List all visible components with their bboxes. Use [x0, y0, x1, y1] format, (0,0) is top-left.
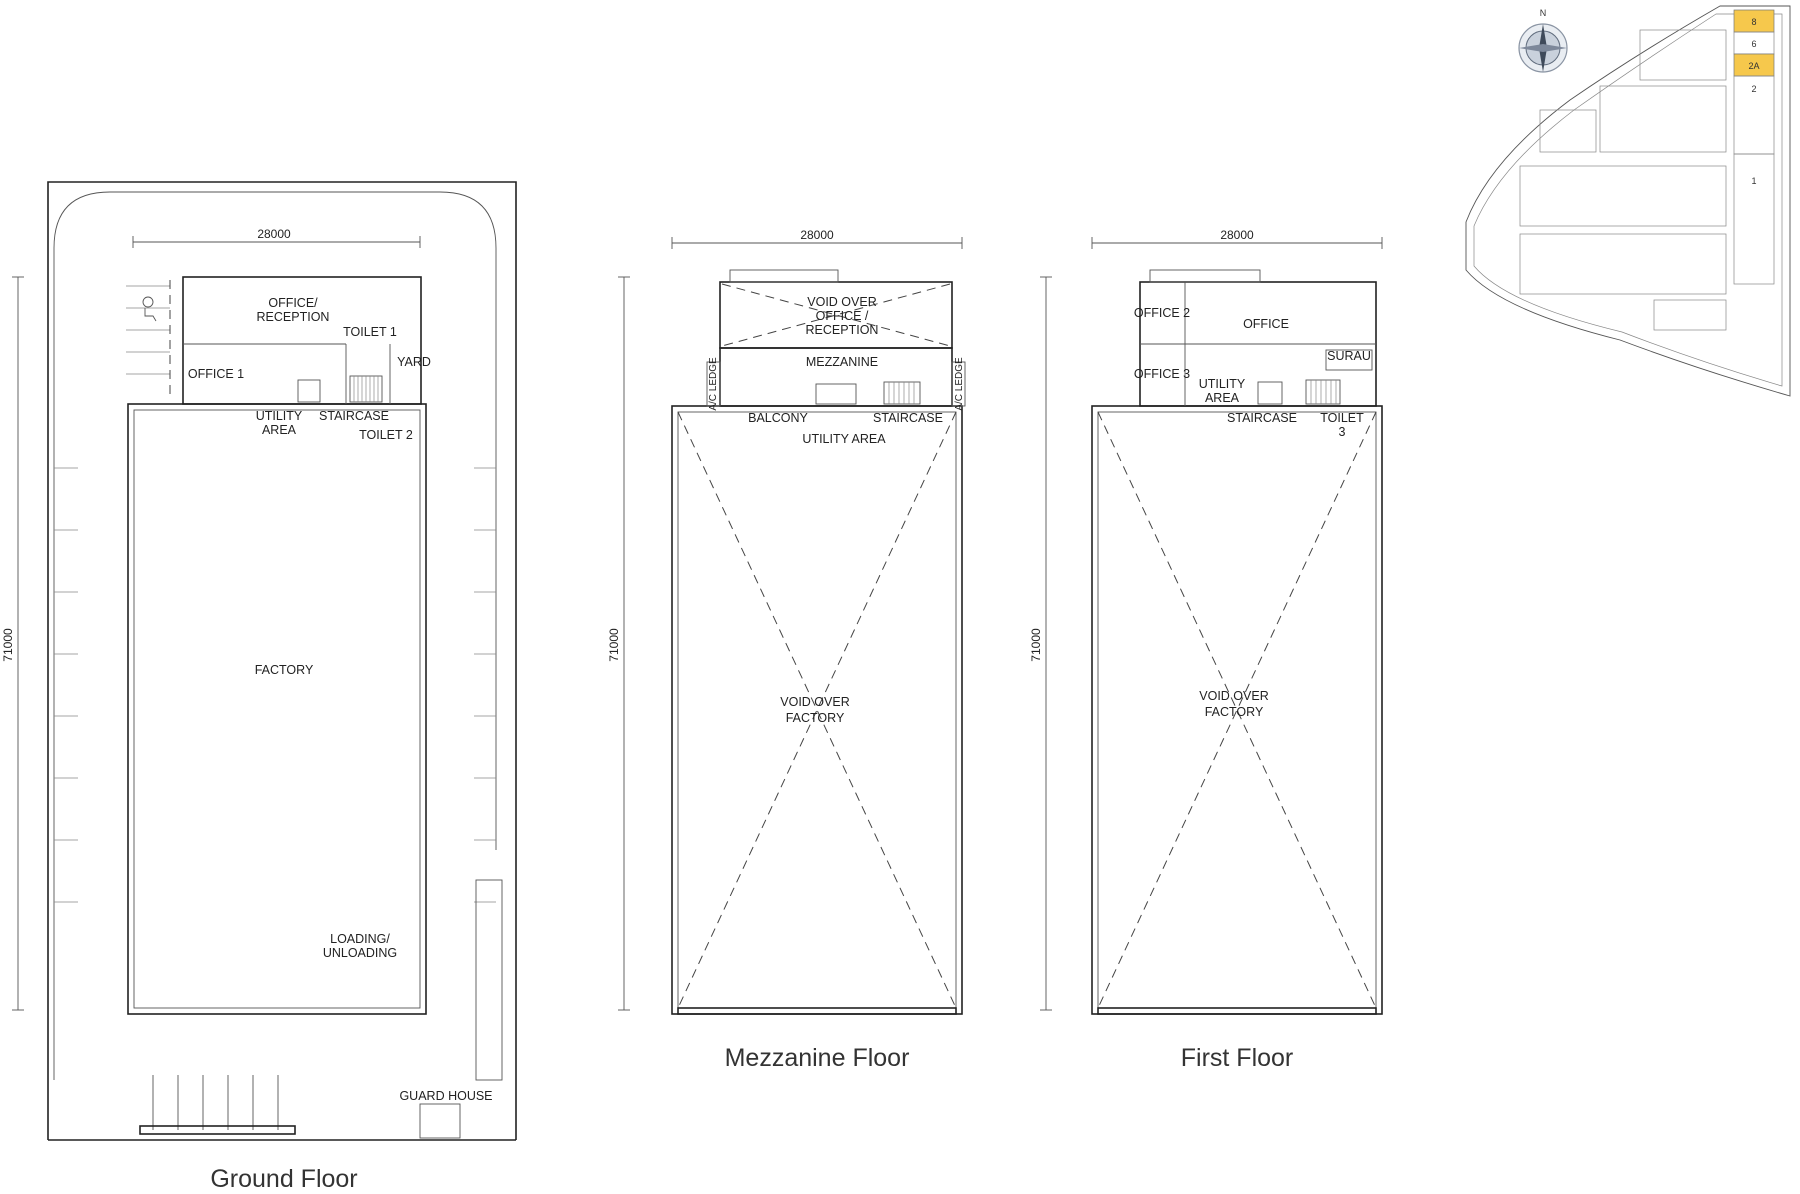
- label-mezz-staircase: STAIRCASE: [873, 411, 943, 425]
- first-floor-title: First Floor: [1181, 1044, 1294, 1072]
- lot-1: [1733, 153, 1775, 285]
- mezz-void-diag-1: [677, 411, 957, 1009]
- label-office-reception-2: RECEPTION: [257, 310, 330, 324]
- label-toilet-3-1: TOILET: [1320, 411, 1364, 425]
- first-void-diag-2: [1097, 411, 1377, 1009]
- mezz-ac-ledge-left: [706, 361, 721, 407]
- ground-floor-plan: 28000 71000 OFFICE/ RECEPTION TOILET 1 O…: [1, 181, 517, 1193]
- label-staircase: STAIRCASE: [319, 409, 389, 423]
- first-staircase: [1305, 379, 1341, 405]
- mezz-length-dimension: [618, 276, 630, 1011]
- mezz-ac-ledge-right: [951, 361, 966, 407]
- label-office-1: OFFICE 1: [188, 367, 244, 381]
- label-first-void-factory-1: VOID OVER: [1199, 689, 1268, 703]
- label-mezzanine: MEZZANINE: [806, 355, 878, 369]
- key-plan: 8 6 2A 2 1 N: [1465, 5, 1791, 397]
- label-first-void-factory-2: FACTORY: [1205, 705, 1264, 719]
- ground-length-dimension: [12, 276, 24, 1011]
- lot-2-label: 2: [1751, 84, 1756, 94]
- mezz-void-diag-2: [677, 411, 957, 1009]
- mezzanine-floor-title: Mezzanine Floor: [725, 1044, 910, 1072]
- lot-1-label: 1: [1751, 176, 1756, 186]
- label-first-office: OFFICE: [1243, 317, 1289, 331]
- ground-width-label: 28000: [257, 227, 291, 241]
- side-building: [475, 879, 503, 1081]
- driveway-outline: [53, 191, 497, 1080]
- site-blocks: [1519, 29, 1727, 331]
- first-void-diag-1: [1097, 411, 1377, 1009]
- label-balcony: BALCONY: [748, 411, 808, 425]
- label-first-utility-2: AREA: [1205, 391, 1240, 405]
- label-first-staircase: STAIRCASE: [1227, 411, 1297, 425]
- first-balcony-rail: [1149, 269, 1261, 283]
- label-mezz-void-office-1: VOID OVER: [807, 295, 876, 309]
- label-office-3: OFFICE 3: [1134, 367, 1190, 381]
- mezz-office-diag-1: [721, 283, 951, 347]
- mezz-front-wall: [677, 1007, 957, 1015]
- ground-width-dimension: [132, 236, 421, 248]
- mezz-utility-box: [815, 383, 857, 405]
- label-factory: FACTORY: [255, 663, 314, 677]
- lot-8-label: 8: [1751, 17, 1756, 27]
- mezzanine-floor-plan: 28000 71000 VOID OVER OFFICE / RECEPTION…: [607, 228, 966, 1072]
- first-length-dimension: [1040, 276, 1052, 1011]
- label-loading-2: UNLOADING: [323, 946, 397, 960]
- mezz-staircase: [883, 381, 921, 405]
- mezz-width-dimension: [671, 237, 963, 249]
- site-boundary: [47, 181, 517, 1140]
- utility-box: [297, 379, 321, 403]
- factory-inner-wall: [133, 409, 421, 1009]
- accessible-parking-icon: [142, 296, 157, 322]
- north-label: N: [1540, 8, 1547, 18]
- site-outline-inner: [1473, 13, 1783, 387]
- first-width-label: 28000: [1220, 228, 1254, 242]
- lot-6-label: 6: [1751, 39, 1756, 49]
- label-first-utility-1: UTILITY: [1199, 377, 1246, 391]
- first-floor-plan: 28000 71000 OFFICE 2 OFFICE OFFICE 3 SUR…: [1029, 228, 1383, 1072]
- label-office-2: OFFICE 2: [1134, 306, 1190, 320]
- label-guard-house: GUARD HOUSE: [399, 1089, 492, 1103]
- label-loading-1: LOADING/: [330, 932, 390, 946]
- compass-icon: [1518, 23, 1568, 73]
- office-block: [182, 276, 422, 405]
- mezz-balcony-rail: [729, 269, 839, 283]
- label-surau: SURAU: [1327, 349, 1371, 363]
- label-mezz-void-factory-1: VOID OVER: [780, 695, 849, 709]
- lot-2a-label: 2A: [1748, 61, 1759, 71]
- label-mezz-void-factory-2: FACTORY: [786, 711, 845, 725]
- first-utility-box: [1257, 381, 1283, 405]
- label-ac-ledge-left: A/C LEDGE: [708, 357, 719, 411]
- mezz-outline: [671, 405, 963, 1015]
- label-toilet-2: TOILET 2: [359, 428, 413, 442]
- label-toilet-1: TOILET 1: [343, 325, 397, 339]
- mezz-length-label: 71000: [607, 628, 621, 662]
- label-utility-2: AREA: [262, 423, 297, 437]
- mezz-office-diag-2: [721, 283, 951, 347]
- side-parking-bays: [54, 467, 496, 903]
- label-yard: YARD: [397, 355, 431, 369]
- factory-outline: [127, 403, 427, 1015]
- first-surau-room: [1325, 349, 1373, 371]
- first-width-dimension: [1091, 237, 1383, 249]
- ground-length-label: 71000: [1, 628, 15, 662]
- mezz-width-label: 28000: [800, 228, 834, 242]
- ground-floor-title: Ground Floor: [210, 1165, 357, 1193]
- guard-house: [419, 1103, 461, 1139]
- parking-bays-left: [126, 280, 171, 398]
- label-mezz-utility: UTILITY AREA: [802, 432, 886, 446]
- site-outline: [1465, 5, 1791, 397]
- first-front-wall: [1097, 1007, 1377, 1015]
- label-toilet-3-2: 3: [1339, 425, 1346, 439]
- label-utility-1: UTILITY: [256, 409, 303, 423]
- ground-staircase: [349, 375, 383, 403]
- label-mezz-void-office-2: OFFICE /: [816, 309, 869, 323]
- label-mezz-void-office-3: RECEPTION: [806, 323, 879, 337]
- loading-bays: [139, 1075, 296, 1135]
- first-length-label: 71000: [1029, 628, 1043, 662]
- label-office-reception-1: OFFICE/: [268, 296, 318, 310]
- label-ac-ledge-right: A/C LEDGE: [954, 357, 965, 411]
